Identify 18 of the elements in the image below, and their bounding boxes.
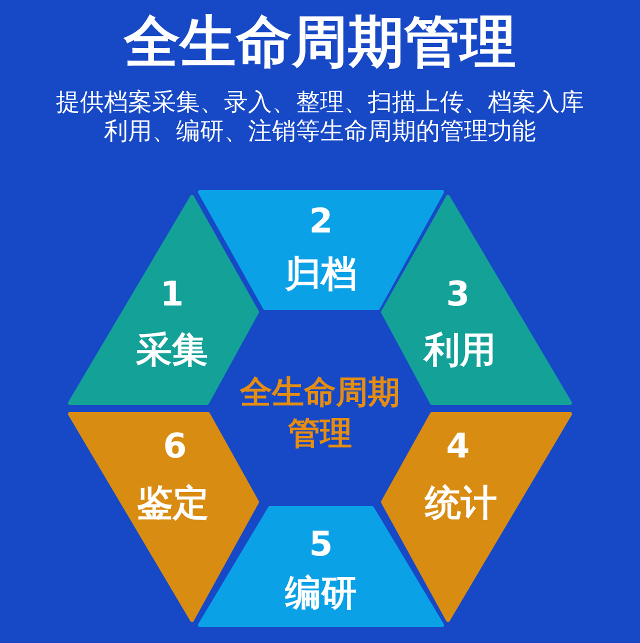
step-number: 6 bbox=[163, 428, 187, 466]
hexagon-segment bbox=[198, 190, 444, 310]
step-number: 1 bbox=[160, 276, 184, 314]
page-title: 全生命周期管理 bbox=[124, 12, 516, 74]
step-label: 归档 bbox=[285, 255, 357, 295]
step-label: 统计 bbox=[425, 484, 497, 524]
step-label: 编研 bbox=[285, 574, 357, 614]
subtitle: 提供档案采集、录入、整理、扫描上传、档案入库利用、编研、注销等生命周期的管理功能 bbox=[55, 88, 585, 146]
step-label: 利用 bbox=[424, 331, 496, 371]
step-number: 2 bbox=[309, 203, 333, 241]
step-number: 3 bbox=[446, 276, 470, 314]
step-label: 采集 bbox=[136, 331, 208, 371]
hexagon-segment bbox=[68, 412, 259, 622]
step-number: 5 bbox=[309, 526, 333, 564]
step-number: 4 bbox=[446, 428, 470, 466]
step-label: 鉴定 bbox=[137, 484, 209, 524]
hexagon-segment bbox=[381, 412, 572, 622]
center-label: 全生命周期管理 bbox=[238, 372, 401, 454]
